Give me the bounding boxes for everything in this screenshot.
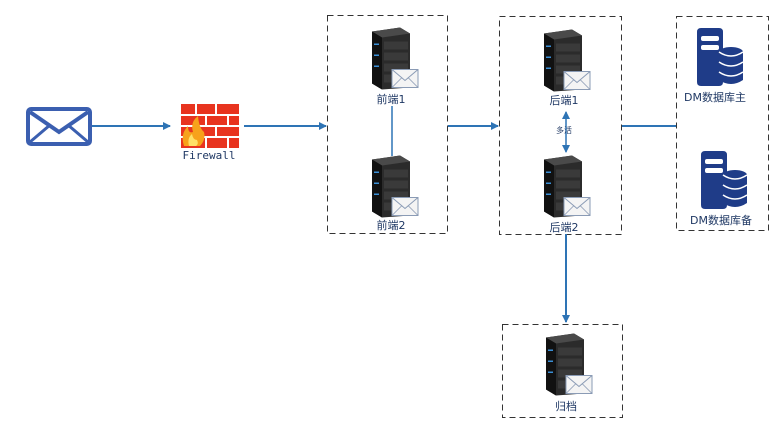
database-group-box [676,16,769,231]
archive-server-icon [545,332,593,397]
firewall-label: Firewall [183,149,236,162]
frontend2-server-icon [371,154,419,219]
backend-sync-label: 多活 [556,125,572,135]
db-primary-label: DM数据库主 [684,90,746,104]
backend1-server-icon [543,28,591,93]
frontend2-label: 前端2 [377,218,406,232]
db-backup-label: DM数据库备 [690,213,752,227]
backend1-label: 后端1 [550,94,579,107]
firewall-icon [181,104,239,148]
envelope-icon [26,107,92,146]
frontend1-server-icon [371,26,419,91]
archive-label: 归档 [555,399,577,413]
frontend-group-box [327,15,448,234]
backend-group-box [499,16,622,235]
archive-group-box [502,324,623,418]
frontend1-label: 前端1 [377,92,406,106]
backend2-label: 后端2 [550,221,579,234]
backend2-server-icon [543,154,591,219]
db-primary-icon [696,28,743,87]
db-backup-icon [700,151,747,210]
